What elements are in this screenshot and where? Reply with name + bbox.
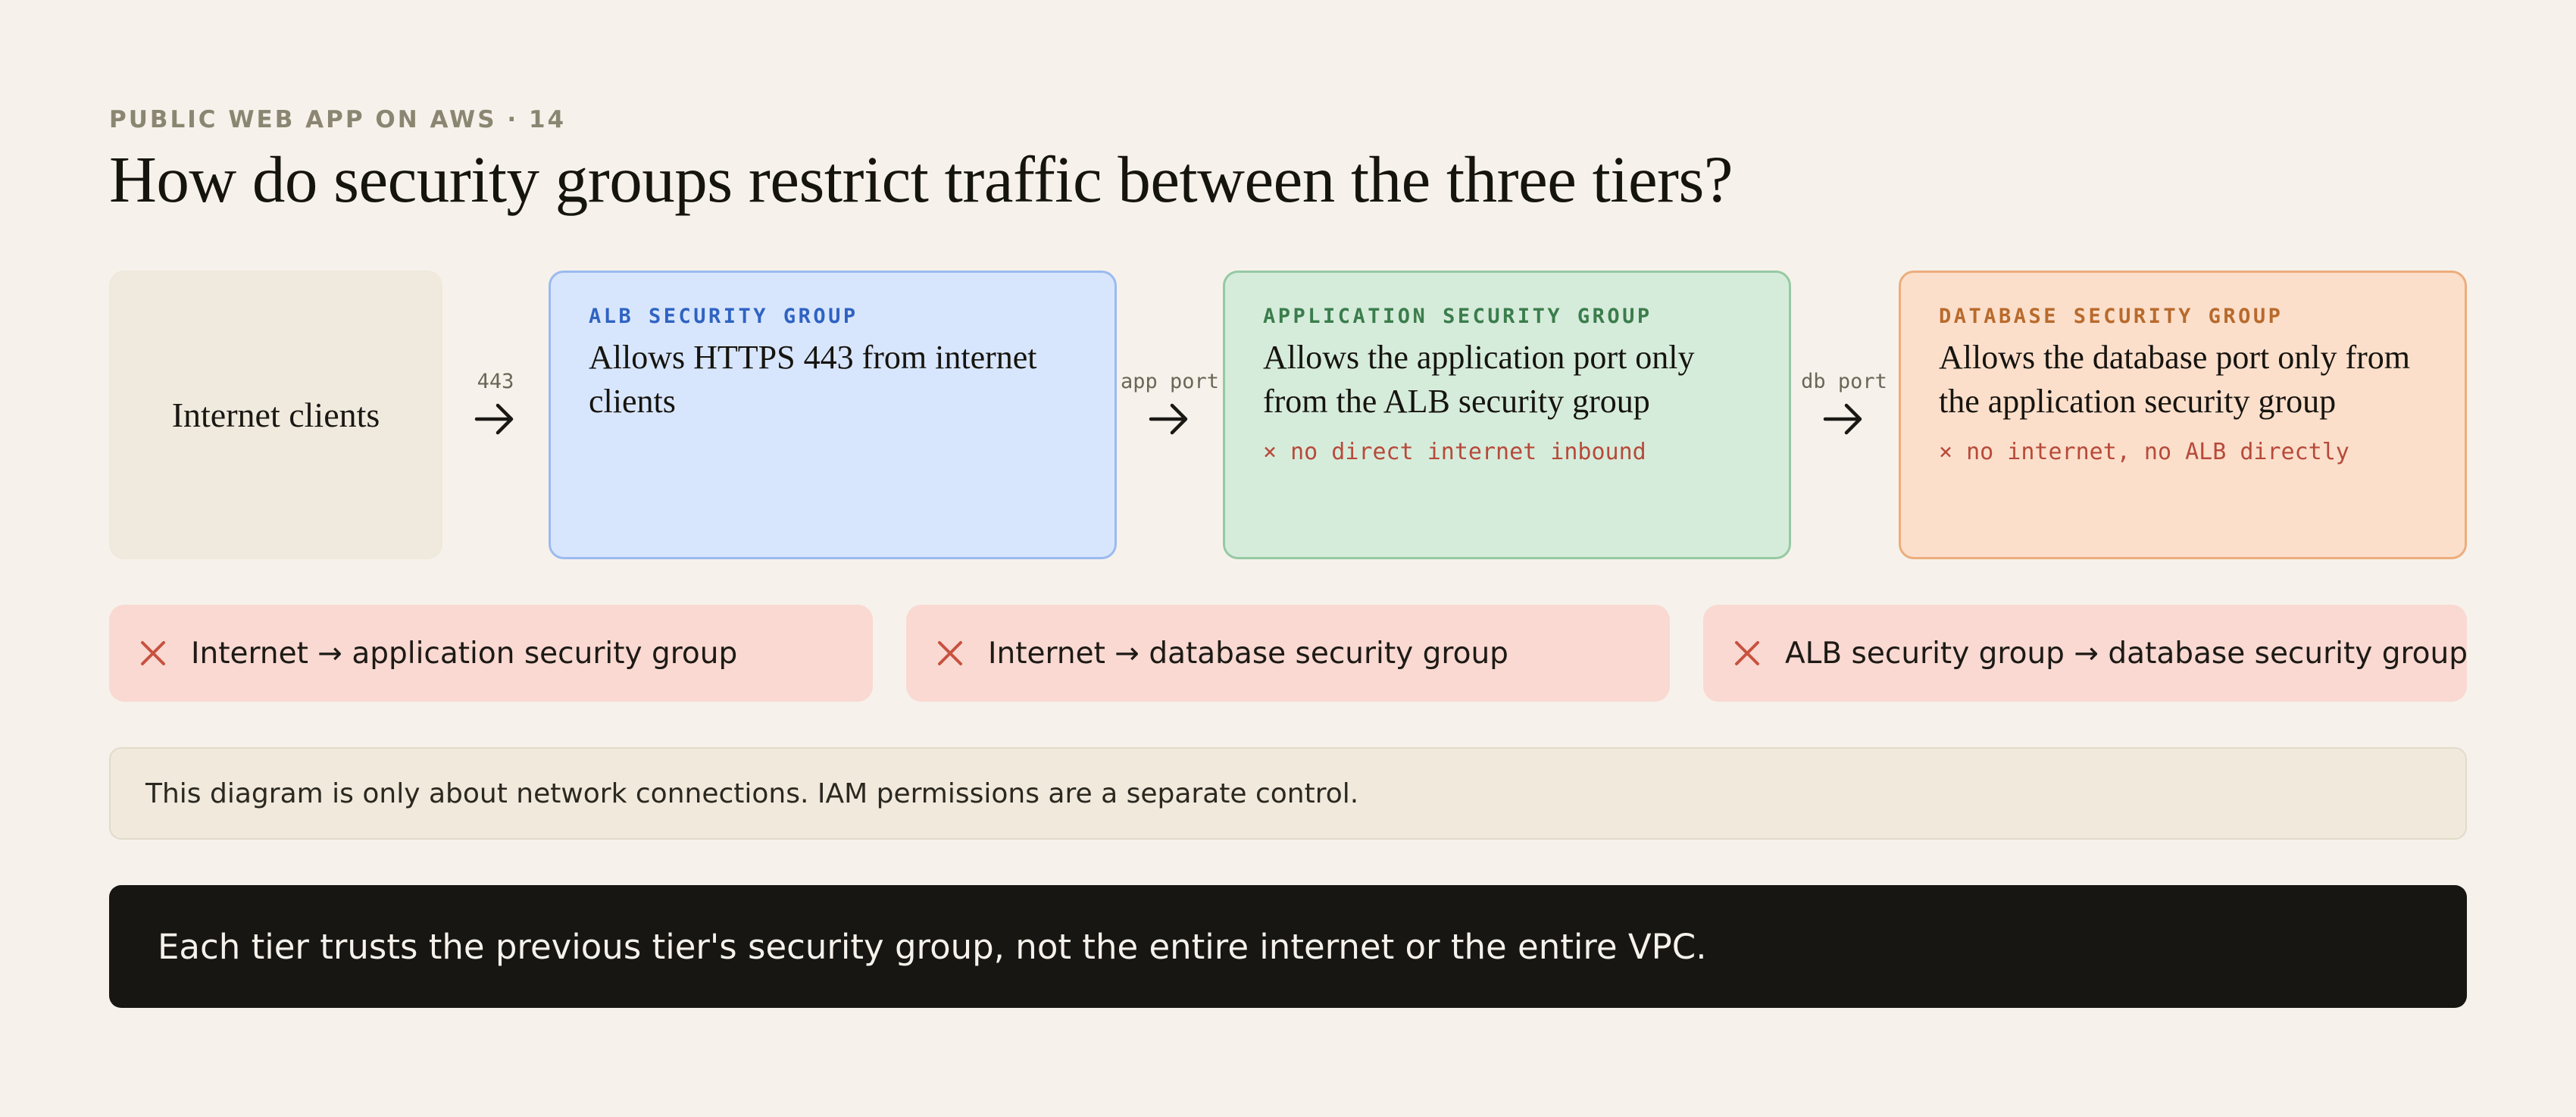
connector-label: 443 xyxy=(477,370,514,393)
application-security-group-node: APPLICATION SECURITY GROUP Allows the ap… xyxy=(1223,271,1791,559)
connector-label: db port xyxy=(1801,370,1887,393)
blocked-path-label: ALB security group → database security g… xyxy=(1785,636,2468,671)
internet-clients-label: Internet clients xyxy=(171,396,380,434)
x-icon xyxy=(938,641,962,665)
blocked-path-label: Internet → database security group xyxy=(988,636,1508,671)
alb-tag: ALB SECURITY GROUP xyxy=(589,305,858,328)
app-deny-note: × no direct internet inbound xyxy=(1263,439,1646,465)
alb-description: Allows HTTPS 443 from internet clients xyxy=(589,339,1037,420)
x-icon xyxy=(141,641,165,665)
db-description: Allows the database port only from the a… xyxy=(1939,339,2410,420)
blocked-path: Internet → application security group xyxy=(109,605,873,702)
app-description: Allows the application port only from th… xyxy=(1263,339,1695,420)
alb-security-group-node: ALB SECURITY GROUP Allows HTTPS 443 from… xyxy=(549,271,1117,559)
blocked-path-label: Internet → application security group xyxy=(191,636,738,671)
x-icon xyxy=(1735,641,1759,665)
database-security-group-node: DATABASE SECURITY GROUP Allows the datab… xyxy=(1899,271,2467,559)
arrow-right-icon xyxy=(1149,403,1188,435)
takeaway-banner: Each tier trusts the previous tier's sec… xyxy=(109,885,2467,1008)
app-tag: APPLICATION SECURITY GROUP xyxy=(1263,305,1652,328)
blocked-path: ALB security group → database security g… xyxy=(1703,605,2468,702)
arrow-right-icon xyxy=(1823,403,1862,435)
db-tag: DATABASE SECURITY GROUP xyxy=(1939,305,2284,328)
connector-app-port: app port xyxy=(1117,370,1223,438)
connector-db-port: db port xyxy=(1791,370,1897,438)
connector-label: app port xyxy=(1120,370,1220,393)
connector-443: 443 xyxy=(442,370,549,438)
arrow-right-icon xyxy=(474,403,514,435)
blocked-path: Internet → database security group xyxy=(906,605,1670,702)
internet-clients-node: Internet clients xyxy=(109,271,442,559)
page-title: How do security groups restrict traffic … xyxy=(109,142,1733,216)
eyebrow: PUBLIC WEB APP ON AWS · 14 xyxy=(109,106,567,133)
db-deny-note: × no internet, no ALB directly xyxy=(1939,439,2349,465)
scope-note: This diagram is only about network conne… xyxy=(109,747,2467,840)
